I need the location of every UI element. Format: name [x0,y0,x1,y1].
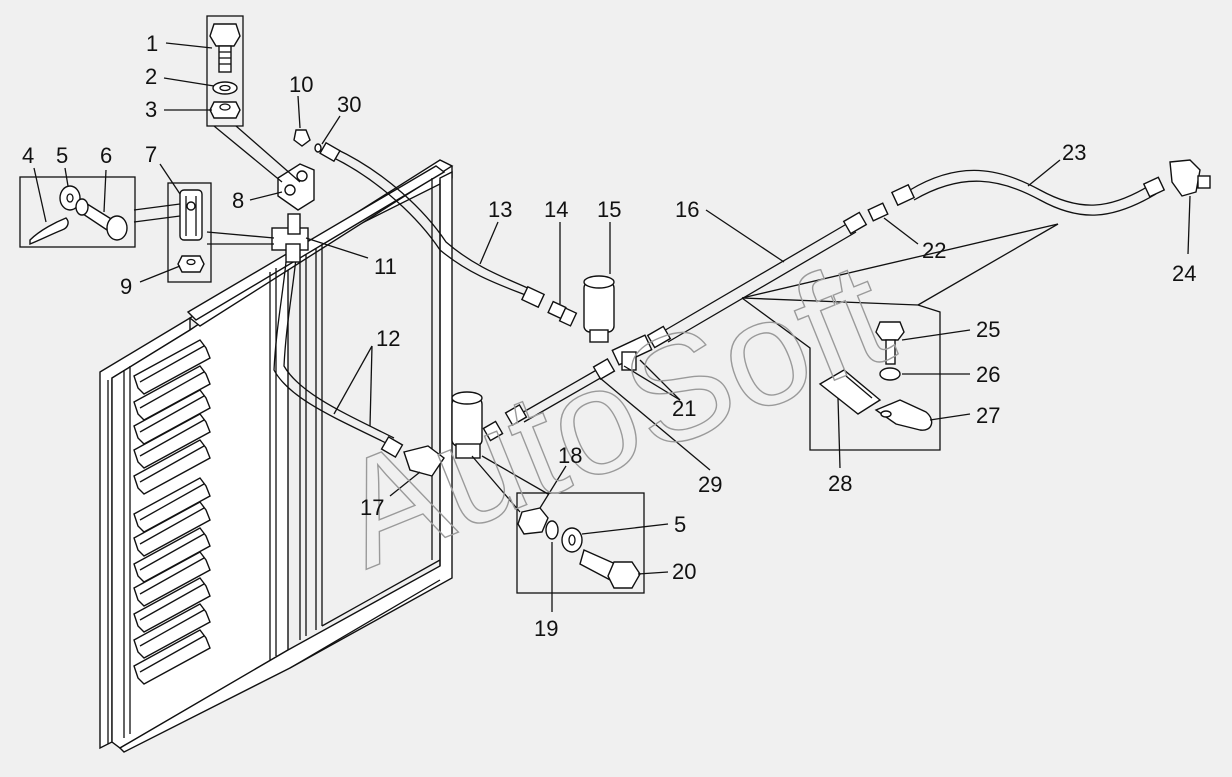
callout-21: 21 [672,396,696,421]
louvre-edge [139,445,205,483]
callout-1: 1 [146,31,158,56]
louvre-edge [139,395,205,433]
callout-30: 30 [337,92,361,117]
callout-12: 12 [376,326,400,351]
callout-23: 23 [1062,140,1086,165]
connector-22 [867,202,889,222]
detail-box-25-28 [741,223,1059,451]
cotter-pin-4 [29,217,69,246]
group-box-4-6 [19,176,136,248]
hose-13 [319,141,546,309]
callout-8: 8 [232,188,244,213]
louvre-edge [139,419,205,457]
group-box-1-3 [206,15,244,127]
louvre-edge [139,371,205,409]
radiator-louvres [133,339,211,685]
callout-29: 29 [698,472,722,497]
louvre-edge [139,583,205,621]
callout-26: 26 [976,362,1000,387]
washer-5b [561,527,583,553]
callout-19: 19 [534,616,558,641]
callout-17: 17 [360,495,384,520]
pin-6 [75,198,128,241]
louvre-edge [139,483,205,521]
callout-20: 20 [672,559,696,584]
callout-22: 22 [922,238,946,263]
callout-15: 15 [597,197,621,222]
callout-5b: 5 [674,512,686,537]
washer-5 [59,185,81,211]
louvre-edge [139,345,205,383]
louvre-edge [139,533,205,571]
callout-28: 28 [828,471,852,496]
pump-15 [583,275,615,343]
group-box-5-20 [516,492,645,594]
tee-21 [611,334,653,371]
washer-26 [879,367,901,381]
bolt-25 [875,321,905,365]
callout-9: 9 [120,274,132,299]
tee-11 [271,213,309,263]
louvre-edge [139,557,205,595]
connector-14 [547,300,578,327]
washer-19 [545,520,559,540]
clip-28 [818,369,882,415]
callout-16: 16 [675,197,699,222]
pump-18-body [451,391,483,459]
hose-12 [273,257,404,459]
hose-29 [504,357,616,427]
bolt-1 [209,23,241,73]
hose-16 [646,211,868,349]
washer-2 [212,81,238,95]
callout-14: 14 [544,197,568,222]
bolt-20 [579,549,641,589]
bracket-8 [277,163,315,211]
louvre-edge [139,609,205,647]
callout-6: 6 [100,143,112,168]
callout-4: 4 [22,143,34,168]
callout-13: 13 [488,197,512,222]
louvre-edge [139,507,205,545]
callout-labels: 1 2 3 4 5 6 7 8 9 10 30 11 12 13 14 15 1… [22,31,1196,641]
callout-24: 24 [1172,261,1196,286]
elbow-17 [403,445,445,477]
callout-3: 3 [145,97,157,122]
callout-7: 7 [145,142,157,167]
ring-30 [314,143,322,153]
callout-11: 11 [374,254,397,279]
louvre-edge [139,635,205,673]
connector-near-pump [482,420,504,442]
clevis-7 [179,189,203,241]
callout-10: 10 [289,72,313,97]
hose-23 [890,169,1166,216]
callout-27: 27 [976,403,1000,428]
callout-25: 25 [976,317,1000,342]
elbow-10 [293,129,311,147]
callout-18: 18 [558,443,582,468]
leader-lines [33,42,1191,612]
callout-2: 2 [145,64,157,89]
elbow-24 [1169,159,1211,197]
callout-5: 5 [56,143,68,168]
clamp-27 [874,399,933,431]
